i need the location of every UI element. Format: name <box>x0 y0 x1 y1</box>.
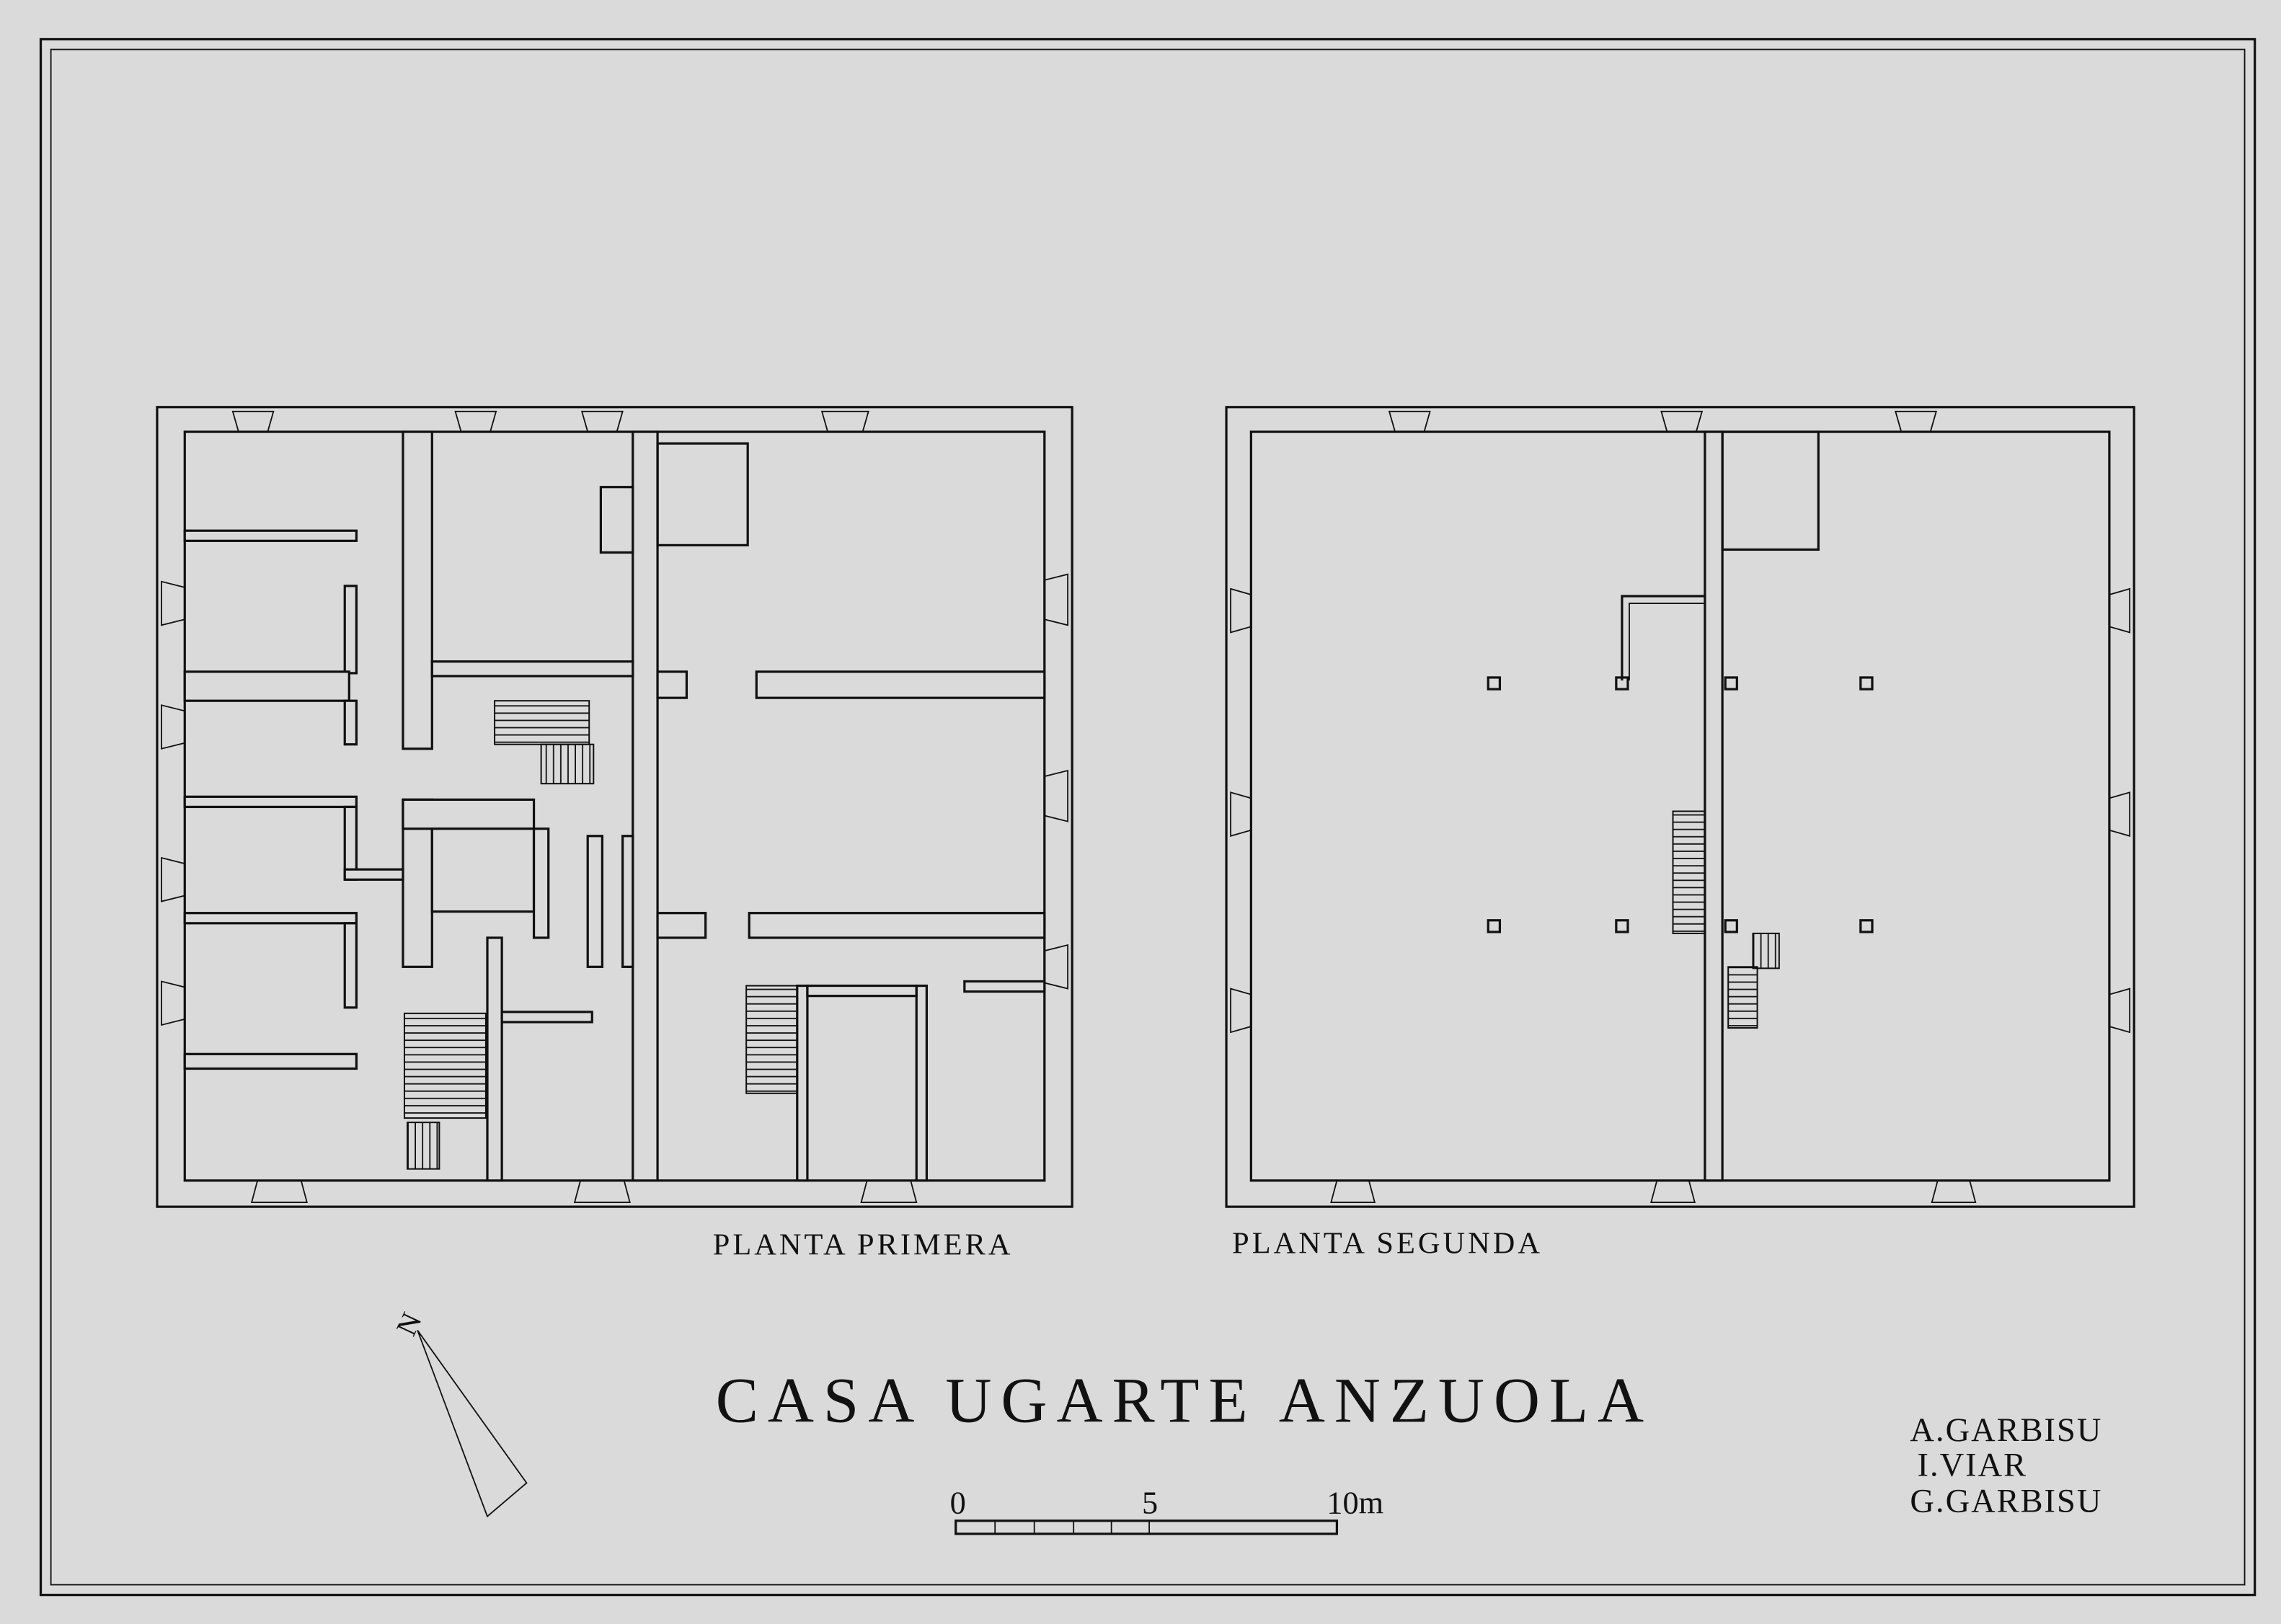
plan-planta-segunda <box>1225 406 2135 1208</box>
author-2: I.VIAR <box>1918 1447 2028 1483</box>
plan-label-segunda: PLANTA SEGUNDA <box>1232 1227 1543 1261</box>
sheet-frame-inner <box>50 48 2246 1586</box>
drawing-title: CASA UGARTE ANZUOLA <box>716 1366 1647 1437</box>
author-3: G.GARBISU <box>1910 1483 2102 1520</box>
scale-label-10m: 10m <box>1326 1485 1383 1521</box>
scale-bar <box>955 1519 1339 1535</box>
plan-planta-primera <box>156 406 1073 1208</box>
sheet-frame-outer <box>39 37 2256 1597</box>
scale-label-0: 0 <box>950 1485 966 1521</box>
scale-label-5: 5 <box>1142 1485 1158 1521</box>
author-1: A.GARBISU <box>1910 1412 2102 1449</box>
plan-label-primera: PLANTA PRIMERA <box>713 1228 1014 1262</box>
north-arrow-icon <box>417 1330 528 1518</box>
